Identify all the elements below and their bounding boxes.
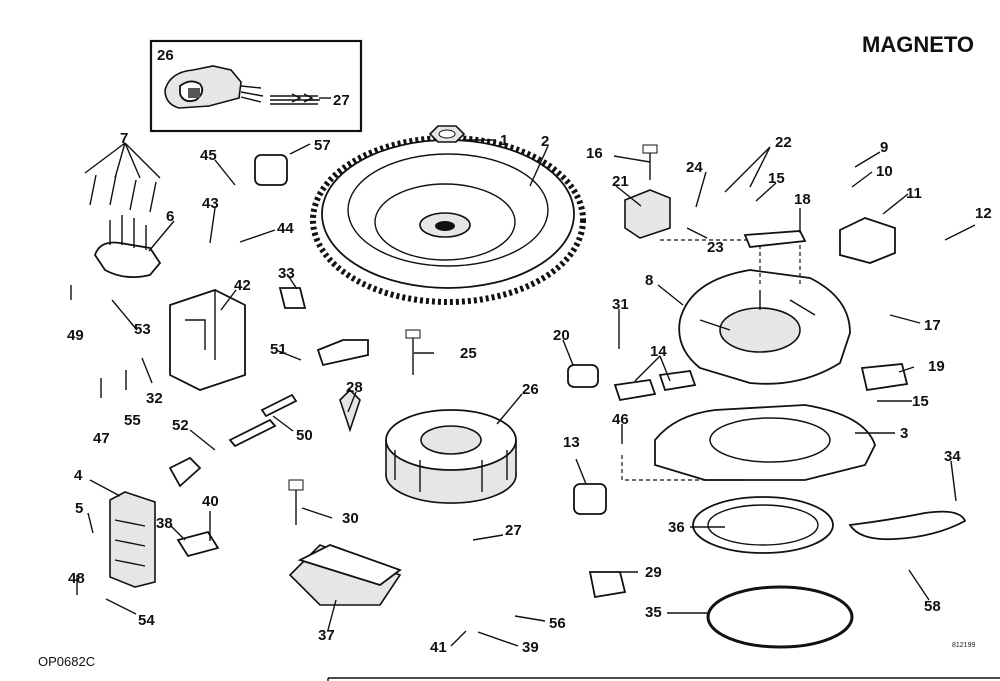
callout-9: 9 xyxy=(880,139,888,156)
callout-45: 45 xyxy=(200,147,217,164)
misc-parts xyxy=(89,144,967,599)
callout-21: 21 xyxy=(612,173,629,190)
callout-50: 50 xyxy=(296,427,313,444)
callout-18: 18 xyxy=(794,191,811,208)
callout-22: 22 xyxy=(775,134,792,151)
callout-19: 19 xyxy=(928,358,945,375)
ignition-coil xyxy=(169,289,246,391)
callout-35: 35 xyxy=(645,604,662,621)
callout-27: 27 xyxy=(505,522,522,539)
callout-26: 26 xyxy=(522,381,539,398)
callout-29: 29 xyxy=(645,564,662,581)
callout-57: 57 xyxy=(314,137,331,154)
callout-15b: 15 xyxy=(912,393,929,410)
wave-ring xyxy=(706,585,854,649)
callout-30: 30 xyxy=(342,510,359,527)
flywheel xyxy=(310,135,586,305)
callout-40: 40 xyxy=(202,493,219,510)
callout-7: 7 xyxy=(120,130,128,147)
callout-33: 33 xyxy=(278,265,295,282)
callout-14: 14 xyxy=(650,343,667,360)
callout-43: 43 xyxy=(202,195,219,212)
callout-25: 25 xyxy=(460,345,477,362)
callout-6: 6 xyxy=(166,208,174,225)
callout-39: 39 xyxy=(522,639,539,656)
callout-51: 51 xyxy=(270,341,287,358)
drawing-code: OP0682C xyxy=(38,654,95,669)
callout-54: 54 xyxy=(138,612,155,629)
callout-26-inset: 26 xyxy=(157,47,174,64)
callout-10: 10 xyxy=(876,163,893,180)
callout-16: 16 xyxy=(586,145,603,162)
callout-37: 37 xyxy=(318,627,335,644)
callout-12: 12 xyxy=(975,205,992,222)
callout-5: 5 xyxy=(75,500,83,517)
leader-lines xyxy=(70,99,976,647)
retainer-ring xyxy=(692,496,834,554)
armature-plate xyxy=(678,269,851,385)
callout-31: 31 xyxy=(612,296,629,313)
callout-47: 47 xyxy=(93,430,110,447)
power-pack xyxy=(288,544,402,606)
callout-2: 2 xyxy=(541,133,549,150)
callout-53: 53 xyxy=(134,321,151,338)
callout-17: 17 xyxy=(924,317,941,334)
callout-labels: 1 2 3 4 5 6 7 8 9 10 11 12 13 14 15 15 1… xyxy=(67,47,992,656)
callout-46: 46 xyxy=(612,411,629,428)
callout-13: 13 xyxy=(563,434,580,451)
callout-15a: 15 xyxy=(768,170,785,187)
callout-27-inset: 27 xyxy=(333,92,350,109)
callout-23: 23 xyxy=(707,239,724,256)
callout-55: 55 xyxy=(124,412,141,429)
callout-36: 36 xyxy=(668,519,685,536)
callout-38: 38 xyxy=(156,515,173,532)
corner-code: 812199 xyxy=(952,642,975,649)
callout-32: 32 xyxy=(146,390,163,407)
callout-3: 3 xyxy=(900,425,908,442)
callout-24: 24 xyxy=(686,159,703,176)
callout-28: 28 xyxy=(346,379,363,396)
callout-49: 49 xyxy=(67,327,84,344)
callout-8: 8 xyxy=(645,272,653,289)
callout-56: 56 xyxy=(549,615,566,632)
callout-48: 48 xyxy=(68,570,85,587)
diagram-title: MAGNETO xyxy=(862,32,974,57)
alignment-dashes xyxy=(621,239,801,481)
callout-42: 42 xyxy=(234,277,251,294)
callout-58: 58 xyxy=(924,598,941,615)
support-plate xyxy=(654,404,876,481)
flywheel-nut xyxy=(428,125,466,143)
callout-20: 20 xyxy=(553,327,570,344)
stator xyxy=(385,409,517,504)
callout-34: 34 xyxy=(944,448,961,465)
terminal-block xyxy=(109,491,156,588)
callout-52: 52 xyxy=(172,417,189,434)
callout-11: 11 xyxy=(906,185,922,202)
callout-1: 1 xyxy=(500,132,508,149)
inset-detail-box xyxy=(149,39,363,133)
callout-41: 41 xyxy=(430,639,447,656)
callout-4: 4 xyxy=(74,467,83,484)
callout-44: 44 xyxy=(277,220,294,237)
